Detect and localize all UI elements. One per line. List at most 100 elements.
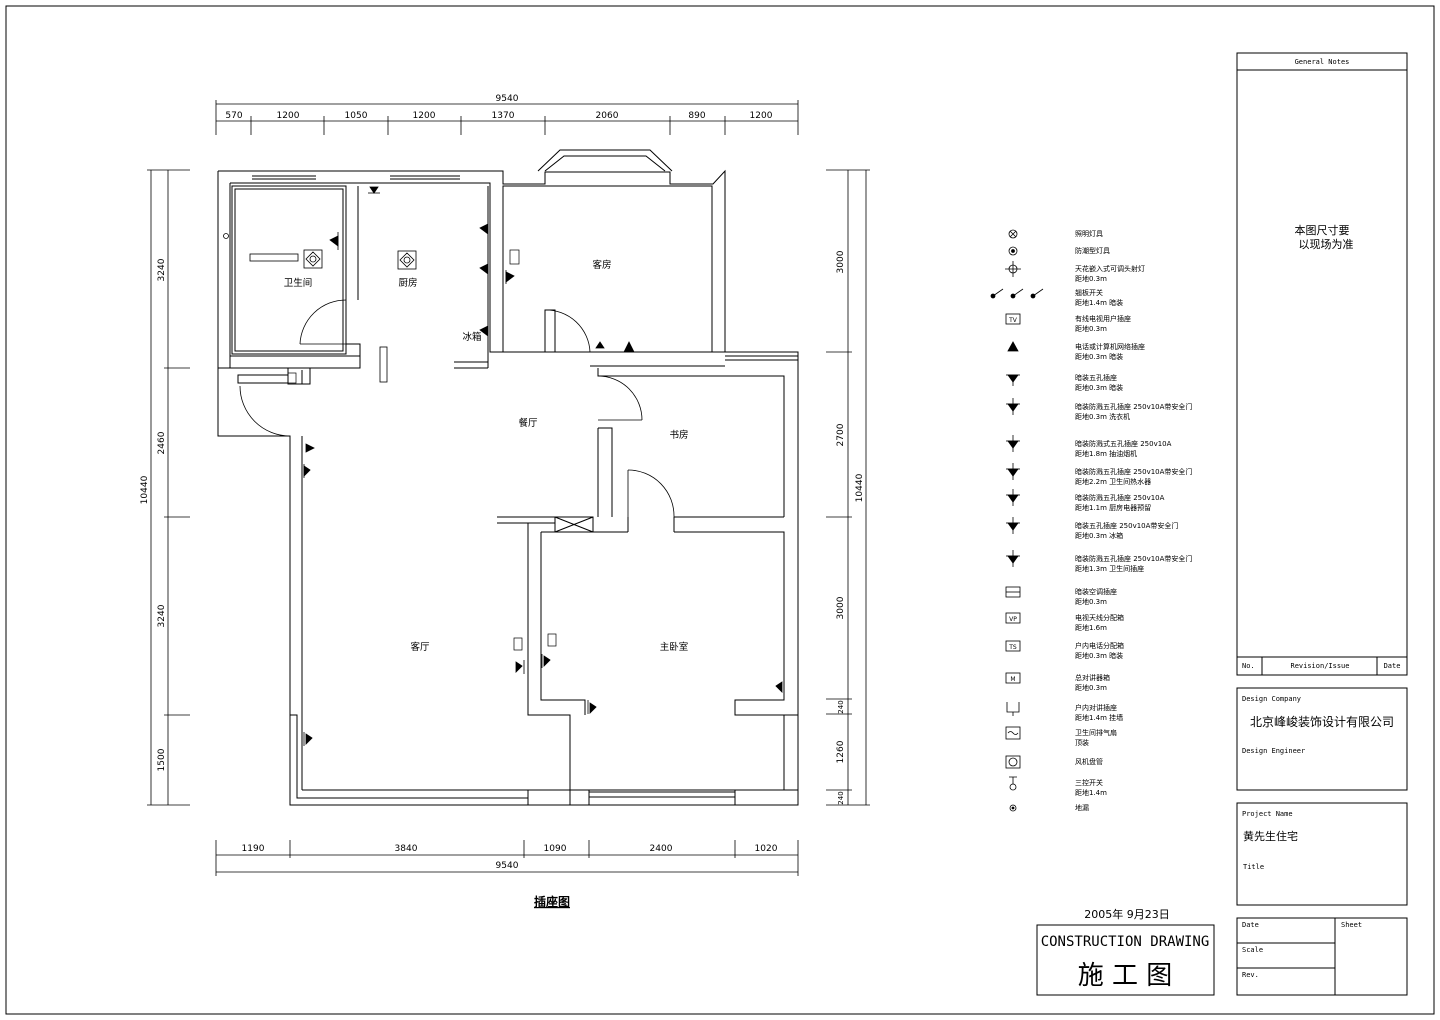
date-label: Date bbox=[1242, 921, 1259, 929]
legend-text: 三控开关 bbox=[1075, 778, 1103, 787]
top-dim-3: 1050 bbox=[345, 111, 368, 121]
bottom-dimension-chain bbox=[215, 840, 799, 876]
left-dim-3: 3240 bbox=[157, 604, 167, 627]
top-total-dim: 9540 bbox=[496, 94, 519, 104]
legend-text: 暗装五孔插座 bbox=[1075, 373, 1117, 382]
legend-text: 电视天线分配箱 bbox=[1075, 613, 1124, 622]
revision-date-header: Date bbox=[1384, 662, 1401, 670]
vp-box-icon bbox=[1005, 612, 1021, 624]
left-dim-4: 1500 bbox=[157, 748, 167, 771]
right-dim-5: 1260 bbox=[836, 740, 846, 763]
floor-drain-icon bbox=[1009, 804, 1017, 812]
company-name: 北京峰峻装饰设计有限公司 bbox=[1250, 714, 1394, 729]
legend-icon-glyph: TS bbox=[1008, 644, 1017, 651]
box-icon bbox=[1005, 586, 1021, 598]
m-box-icon bbox=[1005, 672, 1021, 684]
spotlight-icon bbox=[1005, 261, 1021, 277]
top-dim-1: 570 bbox=[225, 111, 242, 121]
socket-x-icon bbox=[1006, 398, 1020, 415]
legend-text: 有线电视用户插座 bbox=[1075, 314, 1131, 323]
fan-coil-icon bbox=[1005, 755, 1021, 769]
left-dim-1: 3240 bbox=[157, 258, 167, 281]
right-dim-2: 2700 bbox=[836, 423, 846, 446]
right-dim-3: 3000 bbox=[836, 596, 846, 619]
drawing-date: 2005年 9月23日 bbox=[1084, 907, 1170, 921]
legend-text: 距地1.8m 抽油烟机 bbox=[1075, 449, 1137, 458]
bottom-dim-3: 1090 bbox=[544, 844, 567, 854]
bottom-dim-2: 3840 bbox=[395, 844, 418, 854]
legend-text: 距地0.3m bbox=[1075, 274, 1107, 283]
socket-c-icon bbox=[1006, 489, 1020, 506]
general-notes-header: General Notes bbox=[1295, 58, 1350, 66]
plan-sockets bbox=[223, 186, 785, 746]
sheet-border bbox=[5, 5, 1435, 1015]
room-label-fridge: 冰箱 bbox=[462, 331, 481, 343]
note-line-2: 以现场为准 bbox=[1299, 237, 1354, 251]
legend-text: 距地2.2m 卫生间热水器 bbox=[1075, 477, 1151, 486]
design-company-label: Design Company bbox=[1242, 695, 1301, 703]
left-dim-2: 2460 bbox=[157, 431, 167, 454]
room-label-study: 书房 bbox=[669, 429, 688, 441]
exhaust-icon bbox=[1005, 726, 1021, 740]
legend-text: 防潮型灯具 bbox=[1075, 246, 1110, 255]
project-name-label: Project Name bbox=[1242, 810, 1293, 818]
revision-no-header: No. bbox=[1242, 662, 1255, 670]
legend-text: 户内对讲插座 bbox=[1075, 703, 1117, 712]
circle-x-icon bbox=[1008, 229, 1018, 239]
bottom-dim-4: 2400 bbox=[650, 844, 673, 854]
legend-icon-glyph: TV bbox=[1008, 317, 1018, 324]
triangle-icon bbox=[1007, 341, 1019, 352]
legend-text: 距地0.3m 冰箱 bbox=[1075, 531, 1123, 540]
door-swings bbox=[239, 299, 675, 518]
legend-text: 翘板开关 bbox=[1075, 288, 1103, 297]
legend-text: 总对讲器箱 bbox=[1075, 673, 1110, 682]
legend-text: 户内电话分配箱 bbox=[1075, 641, 1124, 650]
title-block bbox=[1236, 52, 1408, 996]
legend-text: 距地1.4m bbox=[1075, 788, 1107, 797]
legend-text: 卫生间排气扇 bbox=[1075, 728, 1117, 737]
legend-text: 距地0.3m bbox=[1075, 324, 1107, 333]
legend-text: 暗装五孔插座 250v10A带安全门 bbox=[1075, 521, 1178, 530]
stamp-chinese: 施 工 图 bbox=[1078, 961, 1173, 991]
switch-icon bbox=[990, 288, 1044, 299]
legend-text: 距地1.6m bbox=[1075, 623, 1107, 632]
legend-text: 电话或计算机网络插座 bbox=[1075, 342, 1145, 351]
top-dim-7: 890 bbox=[688, 111, 705, 121]
top-dim-8: 1200 bbox=[750, 111, 773, 121]
legend-text: 距地1.4m 挂墙 bbox=[1075, 713, 1123, 722]
bottom-dim-5: 1020 bbox=[755, 844, 778, 854]
legend-text: 暗装防溅五孔插座 250v10A bbox=[1075, 493, 1165, 502]
room-label-living: 客厅 bbox=[410, 641, 430, 653]
design-engineer-label: Design Engineer bbox=[1242, 747, 1305, 755]
tv-box-icon bbox=[1005, 313, 1021, 325]
legend-icon-glyph: VP bbox=[1009, 616, 1017, 623]
left-dimension-chain bbox=[147, 169, 190, 806]
legend-text: 暗装防溅五孔插座 250v10A带安全门 bbox=[1075, 467, 1192, 476]
room-label-master-bedroom: 主卧室 bbox=[660, 641, 689, 653]
legend-text: 风机盘管 bbox=[1075, 757, 1103, 766]
right-dim-1: 3000 bbox=[836, 250, 846, 273]
bottom-dim-1: 1190 bbox=[242, 844, 265, 854]
top-dim-2: 1200 bbox=[277, 111, 300, 121]
three-way-switch-icon bbox=[1009, 776, 1017, 791]
legend-text: 天花嵌入式可调头射灯 bbox=[1075, 264, 1145, 273]
top-dim-5: 1370 bbox=[492, 111, 515, 121]
legend-text: 距地0.3m bbox=[1075, 597, 1107, 606]
socket-f-icon bbox=[1006, 550, 1020, 567]
rev-label: Rev. bbox=[1242, 971, 1259, 979]
top-dim-6: 2060 bbox=[596, 111, 619, 121]
right-dim-6: 240 bbox=[837, 791, 845, 804]
scale-label: Scale bbox=[1242, 946, 1263, 954]
legend-text: 暗装空调插座 bbox=[1075, 587, 1117, 596]
legend-text: 地漏 bbox=[1075, 803, 1089, 812]
fixtures bbox=[249, 249, 417, 383]
left-total-dim: 10440 bbox=[140, 475, 150, 504]
legend-text: 距地1.4m 暗装 bbox=[1075, 298, 1123, 307]
sheet-label: Sheet bbox=[1341, 921, 1362, 929]
legend-text: 暗装防溅五孔插座 250v10A带安全门 bbox=[1075, 554, 1192, 563]
legend-text: 距地0.3m 洗衣机 bbox=[1075, 412, 1130, 421]
room-label-dining: 餐厅 bbox=[518, 417, 538, 429]
intercom-icon bbox=[1006, 702, 1020, 716]
